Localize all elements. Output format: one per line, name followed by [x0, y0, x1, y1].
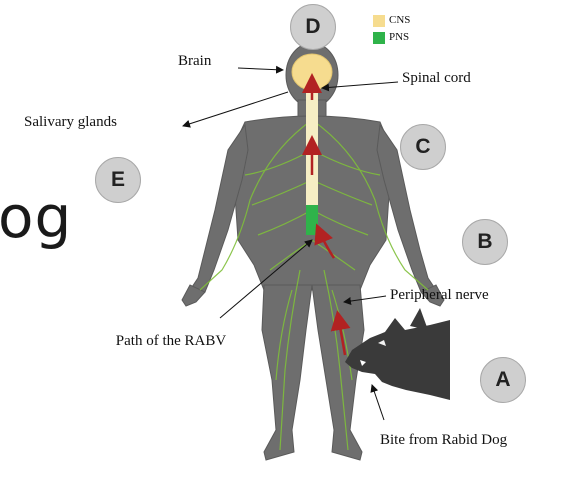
- label-path-rabv: Path of the RABV: [111, 331, 231, 351]
- legend-swatch-cns: [373, 15, 385, 27]
- badge-e: E: [95, 157, 141, 203]
- badge-c: C: [400, 124, 446, 170]
- pointer-brain: [238, 68, 283, 70]
- label-bite: Bite from Rabid Dog: [380, 432, 507, 449]
- badge-b: B: [462, 219, 508, 265]
- label-peripheral-nerve: Peripheral nerve: [390, 287, 489, 304]
- clipped-text: og: [0, 188, 72, 246]
- cauda-equina: [306, 205, 318, 235]
- label-salivary-glands: Salivary glands: [24, 114, 117, 131]
- legend-swatch-pns: [373, 32, 385, 44]
- pointer-bite: [372, 385, 384, 420]
- badge-d: D: [290, 4, 336, 50]
- label-brain: Brain: [178, 53, 211, 70]
- legend-label-cns: CNS: [389, 14, 410, 26]
- legend-label-pns: PNS: [389, 31, 409, 43]
- label-spinal-cord: Spinal cord: [402, 70, 471, 87]
- badge-a: A: [480, 357, 526, 403]
